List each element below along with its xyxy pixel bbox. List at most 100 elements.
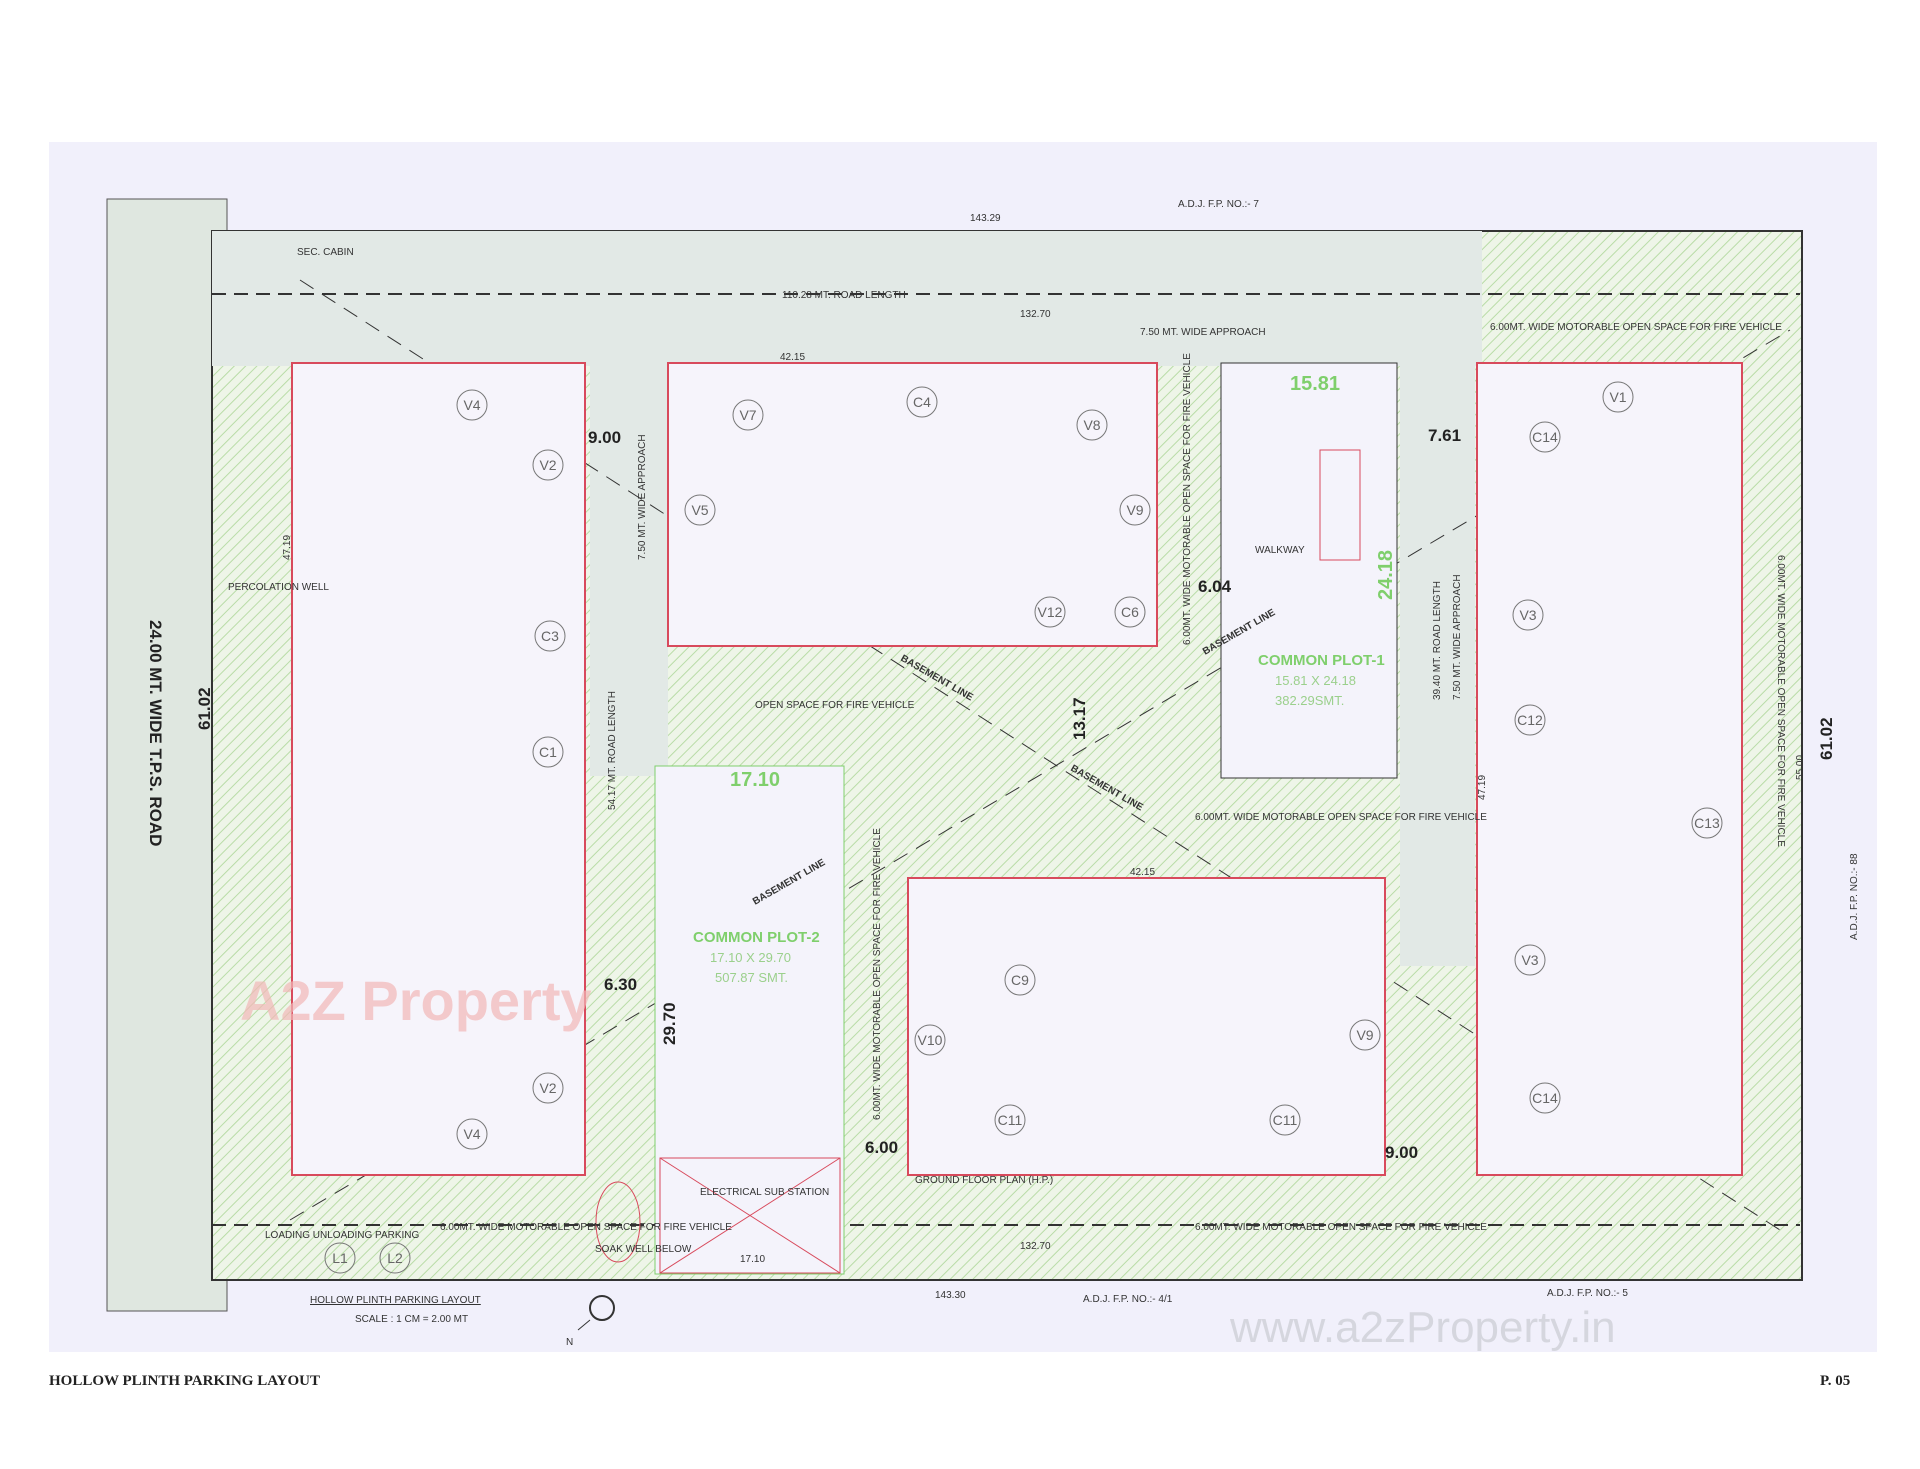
center-vert: 13.17	[1070, 697, 1089, 740]
left-road: 54.17 MT. ROAD LENGTH	[607, 691, 618, 810]
walkway-label: WALKWAY	[1255, 545, 1305, 556]
fire-center: 6.00MT. WIDE MOTORABLE OPEN SPACE FOR FI…	[1195, 812, 1487, 823]
parking-tag-circle	[1076, 409, 1108, 441]
cp1-name: COMMON PLOT-1	[1258, 652, 1385, 669]
adj-right: A.D.J. F.P. NO.:- 88	[1849, 853, 1860, 940]
cp2-bottom: 17.10	[740, 1254, 765, 1265]
parking-tag: V3	[1521, 952, 1538, 968]
approach-road-top	[212, 231, 1482, 366]
footer-page: P. 05	[1820, 1373, 1851, 1389]
right-road: 39.40 MT. ROAD LENGTH	[1432, 581, 1443, 700]
block-width-bottom: 42.15	[1130, 867, 1155, 878]
multipurpose-hall	[1319, 449, 1361, 561]
percolation-label: PERCOLATION WELL	[228, 582, 329, 593]
cp1-area: 382.29SMT.	[1275, 693, 1344, 708]
sec-cabin: SEC. CABIN	[297, 247, 354, 258]
gap-cp2: 6.00	[865, 1138, 898, 1157]
right-55: 55.00	[1795, 755, 1806, 780]
fire-right: 6.00MT. WIDE MOTORABLE OPEN SPACE FOR FI…	[1775, 555, 1786, 847]
parking-tag-circle	[379, 1242, 411, 1274]
parking-tag-circle	[906, 386, 938, 418]
parking-tag: V1	[1609, 389, 1626, 405]
loading-label: LOADING UNLOADING PARKING	[265, 1230, 420, 1241]
parking-tag-circle	[732, 399, 764, 431]
parking-tag-circle	[456, 389, 488, 421]
block-right	[1476, 362, 1743, 1176]
parking-tag: C13	[1694, 815, 1720, 831]
fire-vertical-bottom: 6.00MT. WIDE MOTORABLE OPEN SPACE FOR FI…	[872, 828, 883, 1120]
parking-tag-circle	[456, 1118, 488, 1150]
parking-tag-circle	[914, 1024, 946, 1056]
parking-tag-circle	[1512, 599, 1544, 631]
parking-tag: C11	[1273, 1112, 1298, 1128]
parking-tag-circle	[1114, 596, 1146, 628]
fire-mid-vertical: 6.00MT. WIDE MOTORABLE OPEN SPACE FOR FI…	[1182, 353, 1193, 645]
fire-bottom-left: 6.00MT. WIDE MOTORABLE OPEN SPACE FOR FI…	[440, 1222, 732, 1233]
parking-tag: C6	[1121, 604, 1139, 620]
dim-inner-bottom: 132.70	[1020, 1241, 1051, 1252]
parking-tag: V9	[1126, 502, 1143, 518]
open-space-fire: OPEN SPACE FOR FIRE VEHICLE	[755, 700, 915, 711]
approach-top: 7.50 MT. WIDE APPROACH	[1140, 327, 1266, 338]
gap-6-30: 6.30	[604, 975, 637, 994]
north-label: N	[566, 1337, 573, 1348]
adj-top: A.D.J. F.P. NO.:- 7	[1178, 199, 1259, 210]
fire-top-right: 6.00MT. WIDE MOTORABLE OPEN SPACE FOR FI…	[1490, 322, 1782, 333]
block-bottom-middle	[907, 877, 1386, 1176]
electrical-label: ELECTRICAL SUB STATION	[700, 1187, 829, 1198]
approach-road-left	[590, 366, 668, 776]
parking-tag-circle	[1529, 1082, 1561, 1114]
parking-tag-circle	[994, 1104, 1026, 1136]
right-47: 47.19	[1477, 775, 1488, 800]
parking-tag: V3	[1519, 607, 1536, 623]
parking-tag-circle	[1529, 421, 1561, 453]
parking-tag: V4	[463, 397, 480, 413]
parking-tag: C14	[1532, 429, 1558, 445]
left-47: 47.19	[282, 535, 293, 560]
parking-tag-circle	[324, 1242, 356, 1274]
parking-tag: V2	[539, 457, 556, 473]
soak-well-label: SOAK WELL BELOW	[595, 1244, 692, 1255]
common-plot-1	[1220, 362, 1398, 779]
parking-tag-circle	[1349, 1019, 1381, 1051]
parking-tag-circle	[1269, 1104, 1301, 1136]
parking-tag: C11	[998, 1112, 1023, 1128]
parking-tag-circle	[532, 736, 564, 768]
gap-left: 9.00	[588, 428, 621, 447]
parking-tag: L1	[332, 1250, 348, 1266]
road-width-dim: 61.02	[195, 687, 214, 730]
dim-top: 143.29	[970, 213, 1001, 224]
fire-bottom-right: 6.00MT. WIDE MOTORABLE OPEN SPACE FOR FI…	[1195, 1222, 1487, 1233]
adj-bottom-right: A.D.J. F.P. NO.:- 5	[1547, 1288, 1628, 1299]
parking-tag-circle	[1119, 494, 1151, 526]
cp2-height: 29.70	[660, 1002, 679, 1045]
parking-tag-circle	[1602, 381, 1634, 413]
cp2-width: 17.10	[730, 769, 780, 791]
parking-tag: C1	[539, 744, 557, 760]
block-width-top: 42.15	[780, 352, 805, 363]
cp2-size: 17.10 X 29.70	[710, 950, 791, 965]
parking-tag: C3	[541, 628, 559, 644]
parking-tag: V12	[1038, 604, 1063, 620]
tps-road	[106, 198, 228, 1312]
parking-tag: C12	[1517, 712, 1543, 728]
soak-well	[595, 1181, 641, 1263]
drawing-title: HOLLOW PLINTH PARKING LAYOUT	[310, 1295, 481, 1306]
parking-tag-circle	[1691, 807, 1723, 839]
electrical-substation	[659, 1157, 841, 1274]
parking-tag: V2	[539, 1080, 556, 1096]
drawing-scale: SCALE : 1 CM = 2.00 MT	[355, 1314, 468, 1325]
dim-inner-top: 132.70	[1020, 309, 1051, 320]
parking-tag-circle	[534, 620, 566, 652]
cp1-width: 15.81	[1290, 373, 1340, 395]
watermark: A2Z Property	[240, 969, 592, 1032]
parking-tag-circle	[532, 449, 564, 481]
parking-tag: L2	[387, 1250, 403, 1266]
watermark-url: www.a2zProperty.in	[1229, 1303, 1616, 1352]
ground-floor-label: GROUND FLOOR PLAN (H.P.)	[915, 1175, 1053, 1186]
dim-right: 61.02	[1817, 717, 1836, 760]
block-left	[291, 362, 586, 1176]
parking-tag-circle	[532, 1072, 564, 1104]
